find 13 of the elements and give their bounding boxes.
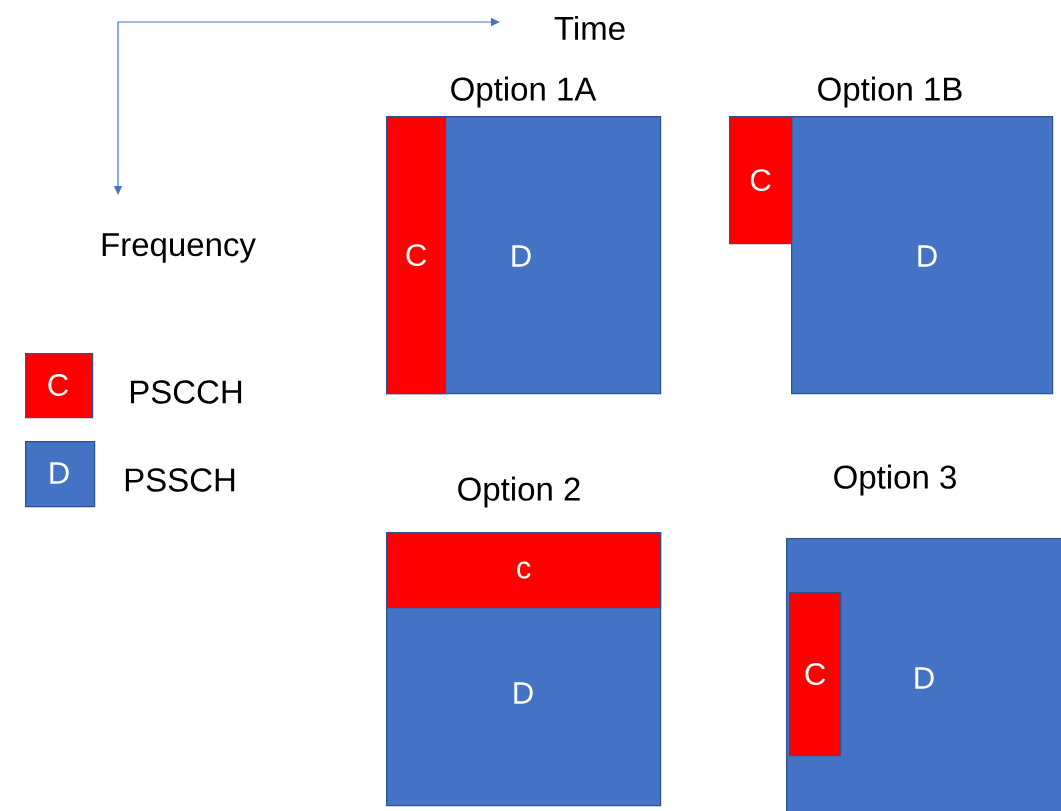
option-heading: Option 2 <box>458 476 580 508</box>
control-block: C <box>729 116 793 245</box>
option-heading: Option 1B <box>818 76 962 108</box>
legend-label: PSSCH <box>125 468 235 492</box>
axis-label: Frequency <box>102 233 256 263</box>
axis-label: Time <box>554 15 625 41</box>
control-block: c <box>386 532 662 609</box>
control-block: C <box>789 592 842 757</box>
option-heading: Option 3 <box>834 464 956 496</box>
control-block: C <box>386 116 447 395</box>
option-heading: Option 1A <box>451 76 597 108</box>
legend-label: PSCCH <box>130 380 242 404</box>
data-block: D <box>791 116 1054 395</box>
